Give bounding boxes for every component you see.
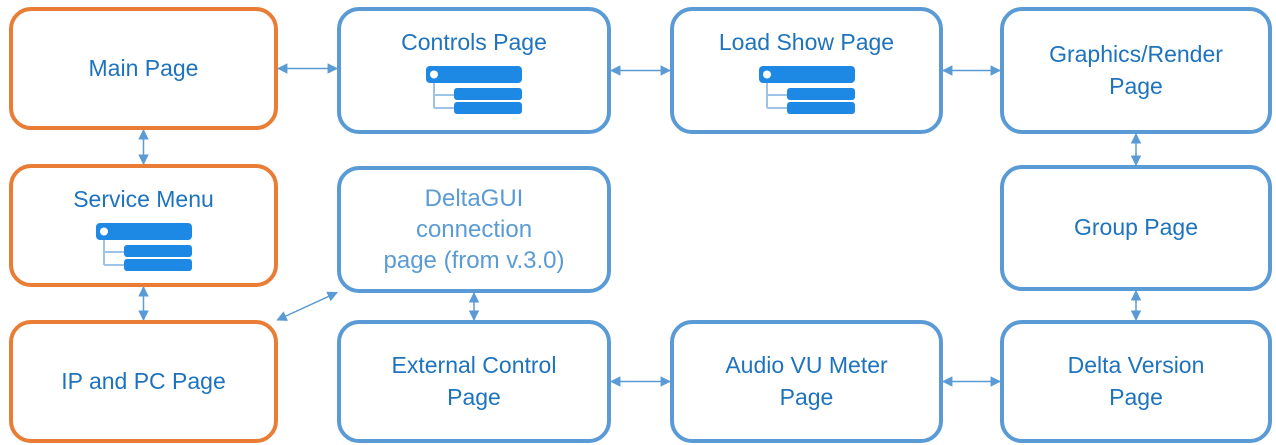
menu-tree-icon: [95, 223, 192, 272]
node-label: Controls Page: [401, 29, 547, 55]
node-label: Group Page: [1073, 214, 1199, 241]
node-external-control-page[interactable]: External Control Page: [337, 320, 611, 443]
menu-tree-icon: [426, 66, 522, 115]
connector-deltagui-ip_pc: [276, 291, 338, 321]
node-label: Load Show Page: [718, 29, 895, 55]
node-label: Graphics/Render Page: [1049, 41, 1223, 99]
node-audio-vu-meter-page[interactable]: Audio VU Meter Page: [670, 320, 943, 443]
node-label: External Control Page: [391, 352, 557, 410]
node-label: Delta Version Page: [1067, 352, 1205, 410]
node-main-page[interactable]: Main Page: [9, 7, 278, 130]
node-label: DeltaGUI connection page (from v.3.0): [383, 184, 565, 275]
node-delta-version-page[interactable]: Delta Version Page: [1000, 320, 1272, 443]
node-label: IP and PC Page: [61, 367, 226, 394]
node-label: Audio VU Meter Page: [725, 352, 888, 410]
menu-tree-icon: [758, 66, 855, 115]
node-service-menu[interactable]: Service Menu: [9, 164, 278, 287]
node-label: Main Page: [88, 54, 199, 81]
node-load-show-page[interactable]: Load Show Page: [670, 7, 943, 134]
node-controls-page[interactable]: Controls Page: [337, 7, 611, 134]
node-ip-and-pc-page[interactable]: IP and PC Page: [9, 320, 278, 443]
node-group-page[interactable]: Group Page: [1000, 165, 1272, 291]
node-deltagui-connection-page[interactable]: DeltaGUI connection page (from v.3.0): [337, 166, 611, 293]
node-graphics-render-page[interactable]: Graphics/Render Page: [1000, 7, 1272, 134]
node-label: Service Menu: [73, 186, 214, 212]
